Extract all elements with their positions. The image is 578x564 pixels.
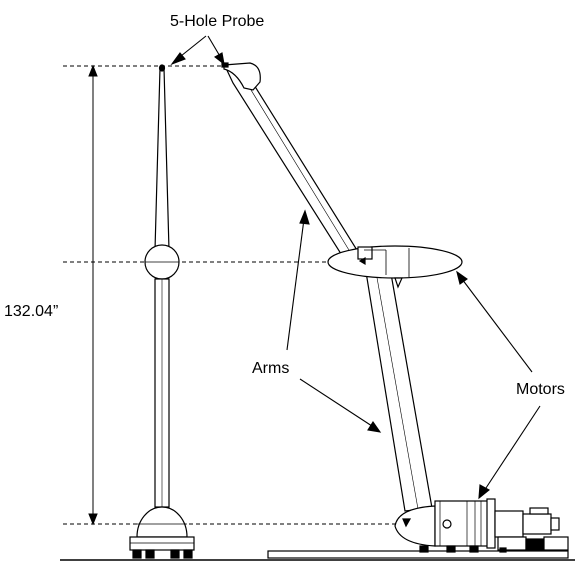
arms-arrow-upper — [299, 209, 310, 225]
probe-arrow-left — [170, 52, 186, 66]
upper-mast — [154, 67, 170, 251]
base-wheels-left — [132, 549, 193, 559]
motors-arrow-lower — [478, 484, 490, 500]
traverse-slab — [267, 550, 569, 559]
probe-head — [223, 62, 261, 91]
arms-arrow-lower — [367, 421, 382, 433]
arms-label: Arms — [252, 360, 289, 377]
upper-arm — [224, 65, 362, 258]
base-platform-left — [129, 536, 195, 551]
dimension-label: 132.04” — [4, 303, 58, 320]
annotation-arrows — [170, 35, 541, 500]
reference-lines — [63, 65, 395, 525]
probe-tip-left — [158, 64, 166, 72]
dimension-arrow-bottom — [88, 513, 98, 526]
motors-arrow-upper — [456, 270, 468, 285]
traverse-wheels — [419, 545, 507, 553]
motor-extension — [494, 510, 524, 538]
base-sphere — [136, 506, 188, 538]
traverse-rig — [221, 62, 569, 559]
motors-label: Motors — [516, 381, 565, 398]
lower-motor-pod — [394, 505, 436, 547]
probe-label: 5-Hole Probe — [170, 13, 264, 30]
probe-arrow-right — [214, 52, 225, 66]
upright-rig — [129, 64, 195, 559]
dimension-arrow-top — [88, 64, 98, 77]
dimension-marker — [88, 64, 98, 526]
lower-arm — [365, 267, 433, 512]
upper-motor-pod — [327, 245, 463, 279]
